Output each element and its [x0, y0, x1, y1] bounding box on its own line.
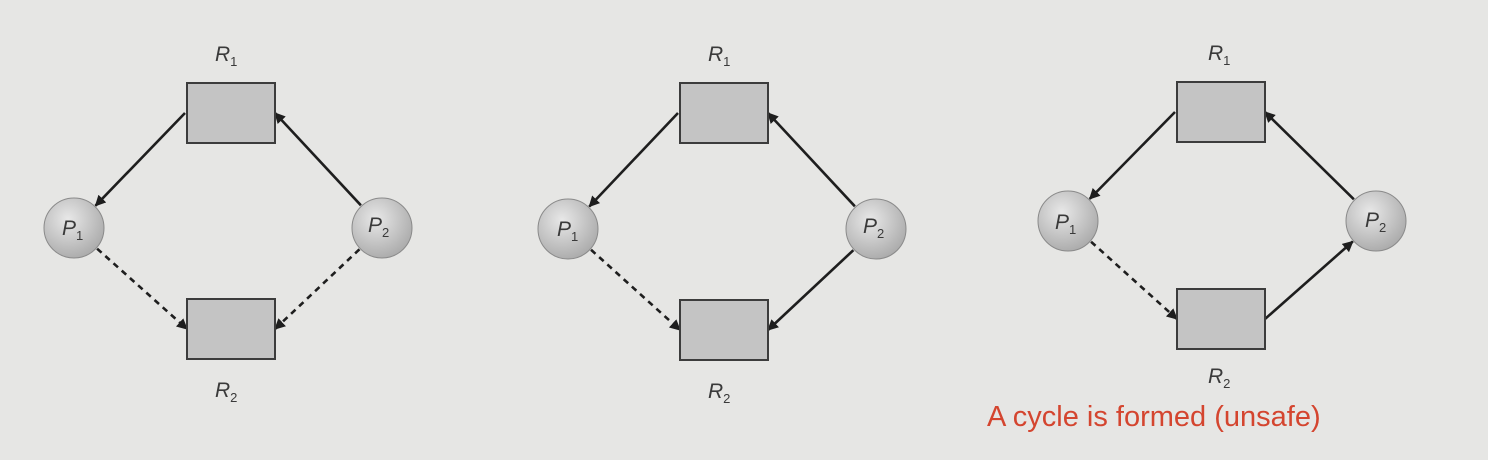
- panel3-edge-p1-to-r2: [1090, 240, 1178, 320]
- panel3-p1-label: P1: [1055, 211, 1077, 237]
- panel3-p2-label: P2: [1365, 209, 1387, 235]
- panel1-edge-p2-to-r2: [274, 248, 361, 330]
- panel3-resource-r1: [1176, 81, 1266, 143]
- unsafe-caption: A cycle is formed (unsafe): [987, 401, 1321, 433]
- panel1-p1-label: P1: [62, 217, 84, 243]
- panel3-process-p1: [1037, 190, 1099, 252]
- panel2-edge-p1-to-r2: [590, 248, 681, 331]
- panel3-process-p2: [1345, 190, 1407, 252]
- panel1-process-p1: [43, 197, 105, 259]
- panel2-edge-r1-to-p1: [588, 112, 679, 208]
- panel2-r1-label: R1: [708, 43, 731, 69]
- panel1-p2-label: P2: [368, 214, 390, 240]
- panel1-r1-label: R1: [215, 43, 238, 69]
- panel2-p1-label: P1: [557, 218, 579, 244]
- panel1-process-p2: [351, 197, 413, 259]
- panel3-edge-r2-to-p2: [1264, 240, 1354, 320]
- panel3-resource-r2: [1176, 288, 1266, 350]
- panel3-edge-p2-to-r1: [1264, 111, 1355, 201]
- panel2-process-p2: [845, 198, 907, 260]
- panel1-edge-p2-to-r1: [274, 112, 362, 207]
- panel2-resource-r2: [679, 299, 769, 361]
- panel1-resource-r1: [186, 82, 276, 144]
- panel1-edge-p1-to-r2: [96, 247, 188, 330]
- panel2-r2-label: R2: [708, 380, 731, 406]
- panel1-resource-r2: [186, 298, 276, 360]
- panel3-r2-label: R2: [1208, 365, 1231, 391]
- panel3-edge-r1-to-p1: [1088, 111, 1176, 200]
- panel2-edge-p2-to-r1: [767, 112, 856, 208]
- panel2-process-p1: [537, 198, 599, 260]
- panel2-p2-label: P2: [863, 215, 885, 241]
- panel1-edge-r1-to-p1: [94, 112, 186, 207]
- panel2-edge-p2-to-r2: [767, 249, 855, 331]
- panel2-resource-r1: [679, 82, 769, 144]
- panel3-r1-label: R1: [1208, 42, 1231, 68]
- panel1-r2-label: R2: [215, 379, 238, 405]
